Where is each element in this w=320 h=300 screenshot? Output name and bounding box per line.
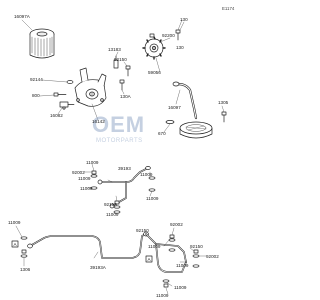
gear-drawing [142, 36, 166, 60]
callout-oil-filter: 16097A [14, 14, 30, 19]
marker-A-drawings [11, 240, 153, 263]
figure-code: E1174 [222, 6, 235, 11]
oil-filter-drawing [29, 28, 55, 59]
callout-92200: 92200 [162, 33, 175, 38]
callout-11009-h: 11009 [176, 263, 189, 268]
callout-11009-c: 11009 [80, 186, 93, 191]
bolt-130-top-drawing [175, 29, 181, 41]
callout-92150-low: 92150 [136, 228, 149, 233]
callout-11009-a: 11009 [86, 160, 99, 165]
callout-59056: 59056 [148, 70, 161, 75]
callout-11009-i: 11009 [174, 285, 187, 290]
diagram-drawing [11, 19, 227, 295]
callout-1305-right: 1305 [218, 100, 229, 105]
callout-16142: 16142 [92, 119, 105, 124]
bolt-800-drawing [53, 92, 67, 97]
leader-lines [15, 19, 225, 295]
bolt-1305-right-drawing [221, 111, 227, 123]
callout-11009-g: 11009 [148, 244, 161, 249]
callout-11009-left: 11009 [8, 220, 21, 225]
watermark-subtitle: MOTORPARTS [96, 138, 143, 144]
oring-670-drawing [165, 120, 175, 124]
callout-92144: 92144 [30, 77, 43, 82]
callout-16082: 16082 [50, 113, 63, 118]
callout-11009-j: 11009 [156, 293, 169, 298]
parts-diagram: OEM MOTORPARTS E1174 16097A 130 92200 13… [8, 6, 235, 298]
oil-pipe-lower-right-drawing [145, 233, 187, 273]
callout-92150-mid: 92150 [104, 202, 117, 207]
fitting-16082-drawing [59, 101, 75, 110]
callout-1306: 1306 [20, 267, 31, 272]
washer-92144-drawing [66, 80, 74, 84]
bolt-lower-right-drawing [162, 234, 200, 288]
bolt-130A-drawing [119, 79, 125, 91]
oil-pipe-39193A-drawing [27, 231, 149, 259]
bolt-92200-drawing [149, 33, 155, 38]
callout-670: 670 [158, 131, 166, 136]
callout-130A: 130A [120, 94, 131, 99]
callout-130-right: 130 [176, 45, 184, 50]
pin-drawing [113, 55, 119, 69]
callout-11009-d: 11009 [140, 172, 153, 177]
callout-92002-c: 92002 [206, 254, 219, 259]
watermark-logo: OEM [92, 112, 146, 137]
callout-92002-b: 92002 [170, 222, 183, 227]
callout-92002-a: 92002 [72, 170, 85, 175]
callout-800: 800 [32, 93, 40, 98]
bolt-92150-top-drawing [125, 65, 131, 77]
callout-11009-b: 11009 [78, 176, 91, 181]
callout-11009-f: 11009 [106, 212, 119, 217]
callout-92150-right: 92150 [190, 244, 203, 249]
banjo-mid-drawing [90, 170, 156, 214]
oil-pump-drawing [74, 67, 107, 107]
callout-16097: 16097 [168, 105, 181, 110]
callout-92150-top: 92150 [114, 57, 127, 62]
callout-39193: 39193 [118, 166, 131, 171]
callout-marker-A-left: A [13, 241, 17, 247]
callout-13183: 13183 [108, 47, 121, 52]
callout-marker-A-right: A [147, 256, 151, 262]
oil-pickup-drawing [172, 81, 213, 139]
callout-39193A: 39193A [90, 265, 106, 270]
bolt-lower-left-drawing [20, 236, 28, 258]
callout-11009-e: 11009 [146, 196, 159, 201]
callout-bolt-130-top: 130 [180, 17, 188, 22]
